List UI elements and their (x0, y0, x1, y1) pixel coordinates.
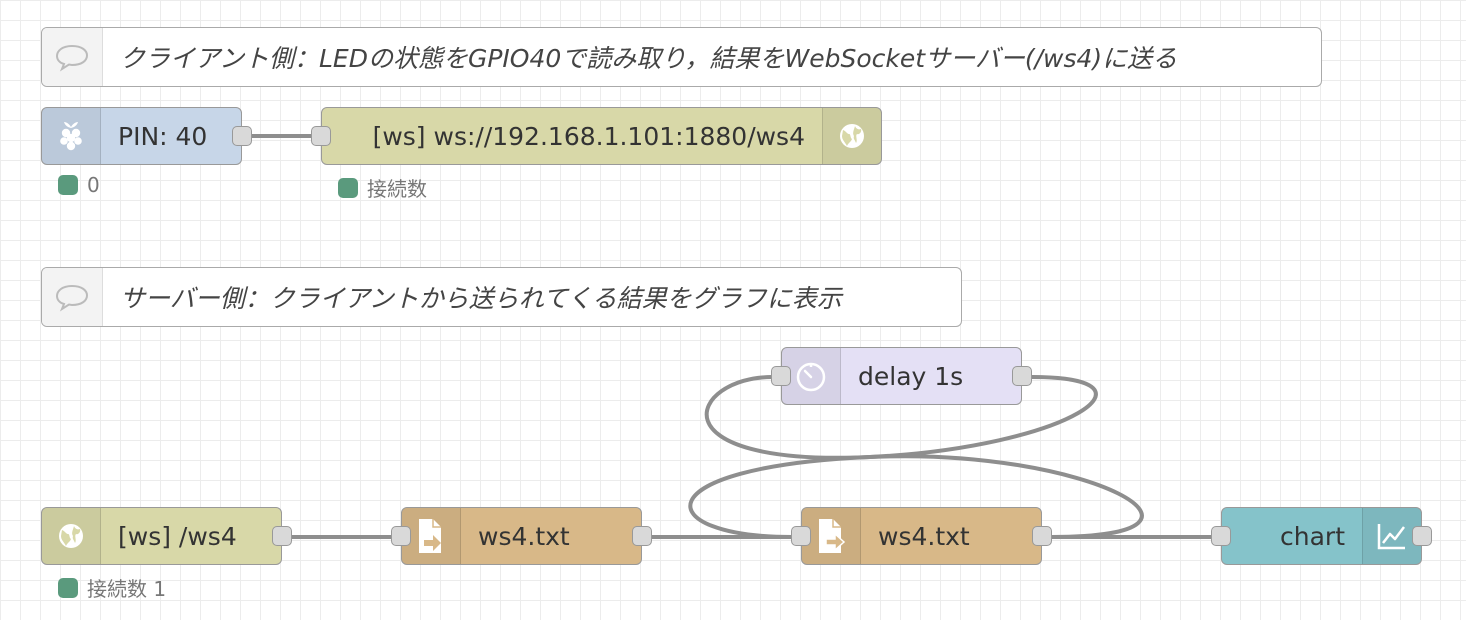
rpi-gpio-in-node[interactable]: PIN: 40 (41, 107, 252, 165)
input-port[interactable] (391, 526, 411, 546)
status-text: 0 (87, 173, 100, 197)
comment-text: クライアント側：LEDの状態をGPIO40で読み取り，結果をWebSocketサ… (120, 44, 1178, 73)
raspberry-pi-icon (42, 108, 101, 164)
globe-icon (822, 108, 881, 164)
input-port[interactable] (771, 366, 791, 386)
status-dot-icon (58, 577, 78, 598)
output-port[interactable] (1012, 366, 1032, 386)
node-label: [ws] /ws4 (118, 521, 237, 551)
node-label: delay 1s (858, 361, 964, 391)
output-port[interactable] (1412, 526, 1432, 546)
status-text: 接続数 1 (87, 577, 167, 601)
node-label: ws4.txt (478, 521, 570, 551)
input-port[interactable] (791, 526, 811, 546)
status-text: 接続数 (367, 177, 427, 201)
comment-icon (42, 268, 103, 326)
node-label: ws4.txt (878, 521, 970, 551)
comment-text: サーバー側：クライアントから送られてくる結果をグラフに表示 (120, 284, 842, 313)
comment-client[interactable]: クライアント側：LEDの状態をGPIO40で読み取り，結果をWebSocketサ… (41, 27, 1322, 87)
node-label: chart (1280, 521, 1345, 551)
chart-node[interactable]: chart (1211, 507, 1432, 565)
output-port[interactable] (232, 126, 252, 146)
wire-delay-to-file-read (688, 375, 1098, 539)
file-in-icon (402, 508, 461, 564)
node-status: 接続数 1 (58, 573, 166, 602)
output-port[interactable] (272, 526, 292, 546)
globe-icon (42, 508, 101, 564)
input-port[interactable] (311, 126, 331, 146)
input-port[interactable] (1211, 526, 1231, 546)
timer-icon (782, 348, 841, 404)
comment-server[interactable]: サーバー側：クライアントから送られてくる結果をグラフに表示 (41, 267, 962, 327)
output-port[interactable] (1032, 526, 1052, 546)
chart-line-icon (1362, 508, 1421, 564)
node-label: [ws] ws://192.168.1.101:1880/ws4 (372, 121, 805, 151)
output-port[interactable] (632, 526, 652, 546)
file-out-icon (802, 508, 861, 564)
status-dot-icon (58, 175, 78, 195)
node-status: 0 (58, 173, 100, 197)
file-read-node[interactable]: ws4.txt (791, 507, 1052, 565)
node-status: 接続数 (338, 173, 427, 202)
node-label: PIN: 40 (118, 121, 208, 151)
file-write-node[interactable]: ws4.txt (391, 507, 652, 565)
websocket-in-node[interactable]: [ws] /ws4 (41, 507, 292, 565)
websocket-out-node[interactable]: [ws] ws://192.168.1.101:1880/ws4 (311, 107, 882, 165)
comment-icon (42, 28, 103, 86)
status-dot-icon (338, 177, 358, 198)
delay-node[interactable]: delay 1s (771, 347, 1032, 405)
